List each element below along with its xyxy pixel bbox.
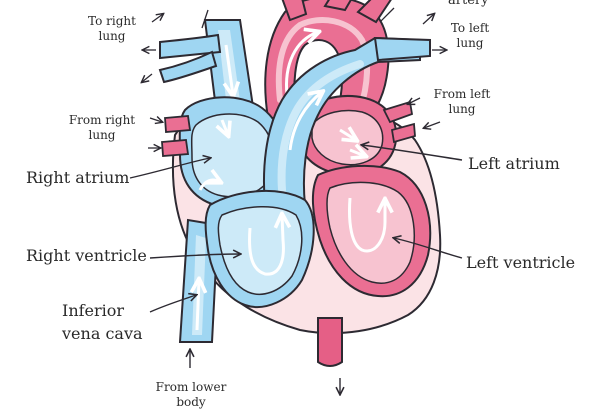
arrow-from-left-lung-b <box>424 121 441 128</box>
leader-right-atrium <box>129 158 210 179</box>
arrow-aorta-top-a <box>201 9 209 29</box>
pulmonary-vein-lower <box>390 122 416 144</box>
arrow-from-left-lung-a <box>408 97 421 104</box>
arrow-to-left-lung-a <box>422 14 434 25</box>
label-inferior-vena-cava: Inferior vena cava <box>62 301 143 343</box>
label-from-lower-body: From lower body <box>155 380 227 409</box>
arrow-aorta-top-b <box>379 7 395 23</box>
aorta-inner-lumen <box>275 17 371 113</box>
right-pulmonary-vein-upper <box>164 115 192 133</box>
right-pulmonary-artery-lower <box>158 50 218 84</box>
label-left-ventricle: Left ventricle <box>466 253 576 272</box>
right-atrium-arrow-2 <box>198 180 220 191</box>
label-from-right-lung: From right lung <box>68 113 136 142</box>
label-to-left-lung: To left lung <box>450 21 490 50</box>
leader-right-ventricle <box>149 254 240 259</box>
leader-left-atrium <box>362 145 463 161</box>
descending-aorta <box>317 317 343 367</box>
arrow-from-right-lung-a <box>149 118 162 122</box>
leader-inferior-vena-cava <box>149 295 196 313</box>
right-pulmonary-vein-lower <box>161 139 190 157</box>
left-pulmonary-artery <box>373 36 431 62</box>
svc-flow-arrow <box>226 44 233 95</box>
ivc-flow-arrow <box>197 280 199 331</box>
right-ventricle-u-arrow <box>248 215 284 276</box>
aorta-branch-3 <box>356 0 392 24</box>
label-right-ventricle: Right ventricle <box>26 246 147 265</box>
aorta-branch-1 <box>281 0 308 22</box>
left-ventricle-u-arrow <box>348 198 386 253</box>
heart-illustration <box>129 0 463 400</box>
label-left-atrium: Left atrium <box>468 154 560 173</box>
aorta-flow-arrow <box>285 32 318 96</box>
arrow-to-right-lung-c <box>142 73 153 82</box>
left-atrium-flow-arrow-1 <box>339 130 356 140</box>
pulmonary-vein-upper <box>382 100 414 124</box>
right-ventricle-chamber <box>217 206 303 296</box>
label-from-left-lung: From left lung <box>433 87 491 116</box>
label-pulmonary-artery: artery <box>448 0 489 8</box>
leader-left-ventricle <box>394 238 463 259</box>
pulmonary-artery-flow-arrow <box>288 92 322 151</box>
left-atrium-flow-arrow-2 <box>349 150 365 156</box>
heart-diagram: artery To right lung To left lung From r… <box>26 0 576 409</box>
label-right-atrium: Right atrium <box>26 168 130 187</box>
right-atrium-arrow-1 <box>222 119 228 135</box>
pulmonary-artery-lumen <box>277 60 364 194</box>
label-to-right-lung: To right lung <box>88 14 136 43</box>
arrow-to-right-lung-a <box>151 14 163 23</box>
aorta-branch-2 <box>323 0 352 12</box>
